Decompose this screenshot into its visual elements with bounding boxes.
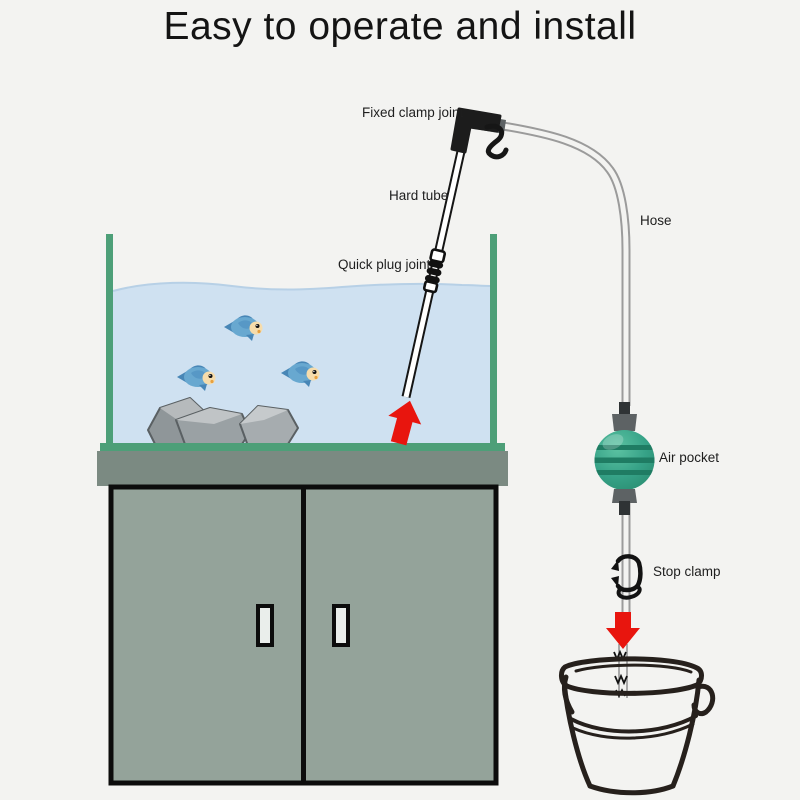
rocks xyxy=(147,397,299,448)
air-pocket xyxy=(594,402,655,515)
cabinet xyxy=(108,484,499,786)
air-pocket-ribs xyxy=(594,445,655,475)
tank-base xyxy=(97,451,508,486)
elbow xyxy=(450,107,502,154)
bucket xyxy=(559,656,716,796)
tank-left-wall xyxy=(106,234,113,450)
label-quick-plug-joint: Quick plug joint xyxy=(338,257,431,272)
water-droplets xyxy=(613,644,628,698)
quick-plug-joint xyxy=(422,248,447,294)
label-hose: Hose xyxy=(640,213,672,228)
fixed-clamp-joint xyxy=(450,107,509,160)
fish-tank xyxy=(97,234,508,486)
tank-bottom-rim xyxy=(100,443,505,451)
flow-arrow-down xyxy=(606,612,640,649)
cabinet-handle-right xyxy=(332,604,350,647)
flow-arrow-up xyxy=(388,400,422,446)
water-surface-line xyxy=(112,281,491,292)
stop-clamp xyxy=(611,554,643,600)
cabinet-handle-left xyxy=(256,604,274,647)
page-title: Easy to operate and install xyxy=(163,5,637,48)
clamp-hook xyxy=(484,123,509,160)
hose xyxy=(502,121,631,614)
tank-right-wall xyxy=(490,234,497,450)
bucket-handle-ear xyxy=(691,683,716,717)
label-stop-clamp: Stop clamp xyxy=(653,564,721,579)
label-air-pocket: Air pocket xyxy=(659,450,720,465)
label-hard-tube: Hard tube xyxy=(389,188,449,203)
label-fixed-clamp-joint: Fixed clamp joint xyxy=(362,105,464,120)
